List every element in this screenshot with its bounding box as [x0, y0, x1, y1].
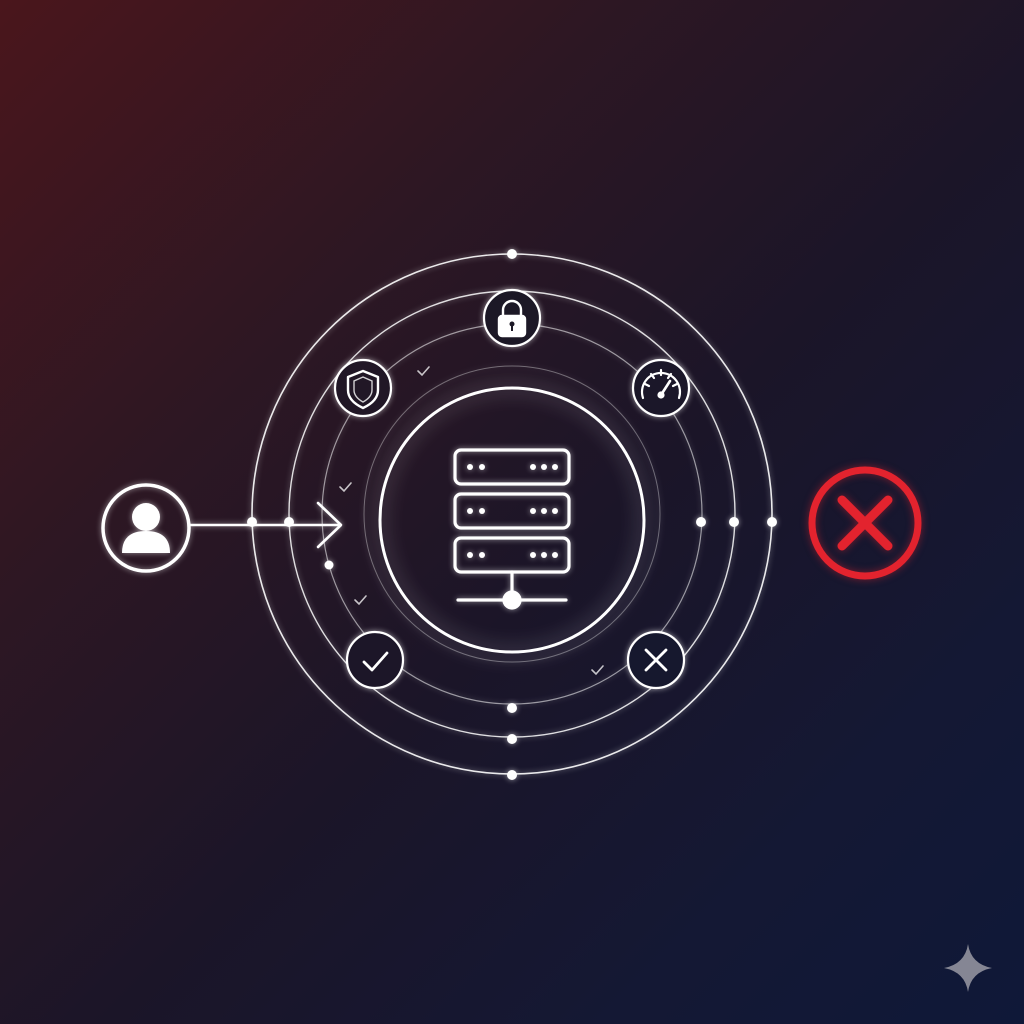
check-circle-icon [362, 651, 389, 672]
lock-icon [497, 299, 527, 338]
small-check-icon [591, 665, 604, 676]
sparkle-icon [944, 944, 992, 992]
request-arrow [188, 501, 343, 549]
ring-icon-lock [482, 288, 542, 348]
server-core-ring [378, 386, 646, 654]
reject-x-icon [837, 495, 893, 551]
ring-node [507, 770, 517, 780]
user-icon [122, 503, 170, 553]
ring-node [767, 517, 777, 527]
ring-node [507, 249, 517, 259]
ring-icon-gauge [631, 358, 691, 418]
ring-node [324, 560, 334, 570]
server-core [378, 386, 646, 654]
small-check-icon [417, 366, 430, 377]
ring-icon-check [345, 630, 405, 690]
server-unit-1 [453, 448, 571, 486]
arrow-head-icon [316, 501, 343, 549]
small-check-icon [354, 595, 367, 606]
server-unit-lights [467, 464, 558, 558]
shield-icon [346, 369, 380, 410]
ring-nodes [247, 249, 777, 780]
server-network-node [502, 590, 522, 610]
ring-node [507, 703, 517, 713]
rejected-node [808, 466, 922, 580]
ring-icon-shield [333, 358, 393, 418]
shield-inner-icon [353, 376, 373, 403]
server-rack-icon [453, 448, 571, 610]
ring-node [507, 734, 517, 744]
ring-node [696, 517, 706, 527]
ring-node [729, 517, 739, 527]
small-check-icon [339, 482, 352, 493]
x-circle-icon [644, 648, 668, 672]
user-node [101, 483, 191, 573]
core-halo-ring [363, 365, 661, 663]
gauge-icon [640, 368, 682, 400]
small-check-marks [339, 366, 604, 676]
server-unit-2 [453, 492, 571, 530]
ring-icon-deny [626, 630, 686, 690]
